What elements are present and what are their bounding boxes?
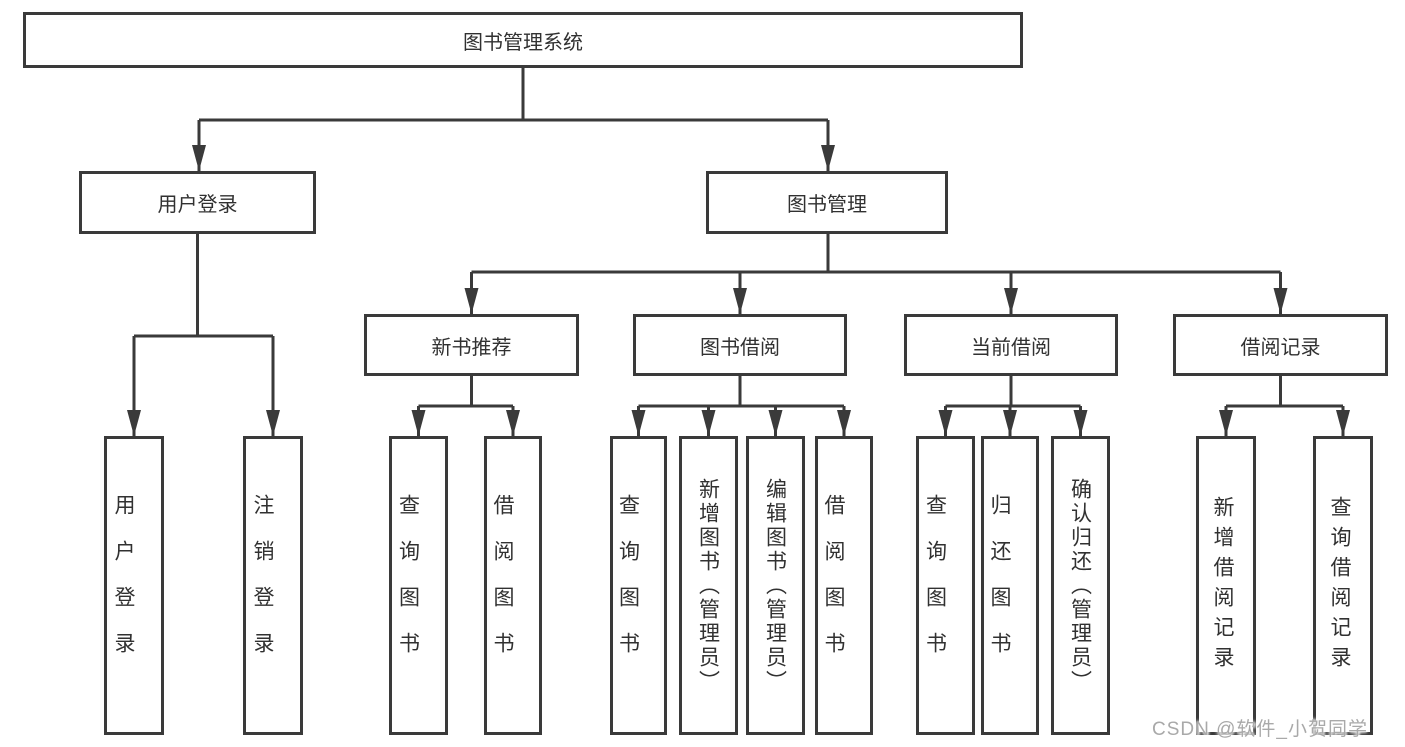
leaf-bb-add-book-admin: 新增图书（管理员） (679, 436, 738, 735)
leaf-nbr-query-books: 查询图书 (389, 436, 448, 735)
node-book-management: 图书管理 (706, 171, 948, 234)
watermark-text: CSDN @软件_小贺同学 (1152, 719, 1368, 740)
leaf-cb-confirm-return-admin: 确认归还（管理员） (1051, 436, 1110, 735)
node-user-login: 用户登录 (79, 171, 316, 234)
node-borrowing-records: 借阅记录 (1173, 314, 1388, 376)
leaf-user-login: 用户登录 (104, 436, 164, 735)
leaf-br-query-record: 查询借阅记录 (1313, 436, 1373, 735)
leaf-bb-edit-book-admin: 编辑图书（管理员） (746, 436, 805, 735)
node-book-borrowing: 图书借阅 (633, 314, 847, 376)
node-current-borrowing: 当前借阅 (904, 314, 1118, 376)
node-new-book-recommend: 新书推荐 (364, 314, 579, 376)
leaf-bb-borrow-books: 借阅图书 (815, 436, 873, 735)
node-root-library-system: 图书管理系统 (23, 12, 1023, 68)
leaf-logout: 注销登录 (243, 436, 303, 735)
leaf-nbr-borrow-books: 借阅图书 (484, 436, 542, 735)
leaf-cb-query-books: 查询图书 (916, 436, 975, 735)
leaf-bb-query-books: 查询图书 (610, 436, 667, 735)
leaf-cb-return-books: 归还图书 (981, 436, 1039, 735)
leaf-br-add-record: 新增借阅记录 (1196, 436, 1256, 735)
